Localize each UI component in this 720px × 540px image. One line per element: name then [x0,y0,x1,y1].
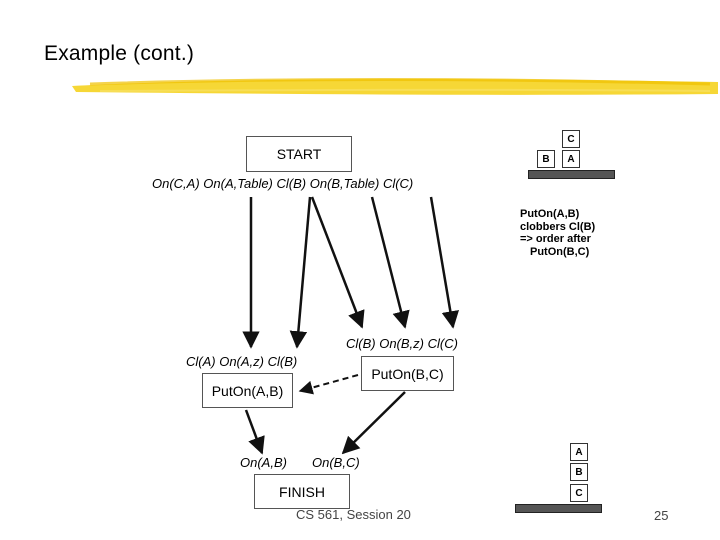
start-box: START [246,136,352,172]
arrow-start-clB-to-bc [310,196,365,329]
arrow-start-clC [429,196,459,329]
puton-ab-preconditions: Cl(A) On(A,z) Cl(B) [186,354,298,369]
arrow-bc-finish [341,391,406,455]
goal-block-b: B [570,463,588,481]
puton-bc-box: PutOn(B,C) [361,356,454,391]
finish-precondition-bc: On(B,C) [312,455,360,470]
clobber-note: PutOn(A,B) clobbers Cl(B) => order after… [520,208,595,258]
slide-title: Example (cont.) [44,42,195,65]
note-line-1: PutOn(A,B) [520,208,580,220]
initial-block-b: B [537,150,555,168]
arrow-ab-finish [244,409,265,455]
initial-table [528,170,615,179]
ordering-arrow-dashed [298,374,359,395]
note-line-3: => order after [520,233,591,245]
goal-block-a: A [570,443,588,461]
start-effects-label: On(C,A) On(A,Table) Cl(B) On(B,Table) Cl… [152,176,414,191]
initial-block-c: C [562,130,580,148]
page-number: 25 [654,508,669,523]
note-line-4: PutOn(B,C) [530,245,590,258]
goal-block-c: C [570,484,588,502]
puton-ab-box: PutOn(A,B) [202,373,293,408]
footer-course: CS 561, Session 20 [296,507,411,522]
highlighter-stroke [72,78,718,95]
goal-table [515,504,602,513]
arrow-start-onB [370,196,410,329]
note-line-2: clobbers Cl(B) [520,220,596,233]
finish-box: FINISH [254,474,350,509]
arrow-start-clB-to-ab [289,196,312,349]
initial-block-a: A [562,150,580,168]
finish-precondition-ab: On(A,B) [240,455,287,470]
puton-bc-preconditions: Cl(B) On(B,z) Cl(C) [346,336,458,351]
